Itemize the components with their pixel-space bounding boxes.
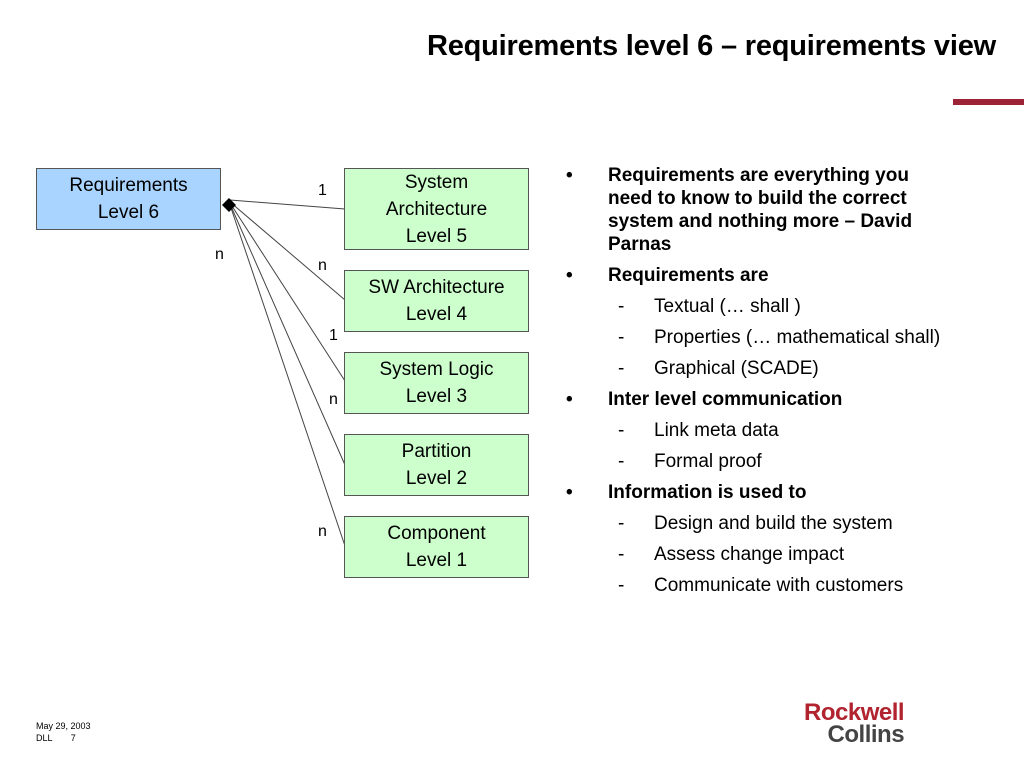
sub-bullet-item: - Communicate with customers <box>560 574 980 597</box>
dash-marker: - <box>618 544 625 565</box>
sub-bullet-text: Assess change impact <box>654 544 845 565</box>
sub-bullet-item: - Properties (… mathematical shall) <box>560 326 980 349</box>
title-divider <box>953 99 1024 105</box>
trace-links <box>222 198 346 547</box>
sub-bullet-item: - Graphical (SCADE) <box>560 357 980 380</box>
bullet-item: • Information is used to <box>560 481 980 504</box>
box-label-line2: Level 2 <box>405 468 468 489</box>
link-level2 <box>229 203 346 466</box>
dash-marker: - <box>618 513 625 534</box>
sub-bullet-item: - Formal proof <box>560 450 980 473</box>
slide-title: Requirements level 6 – requirements view <box>426 30 996 62</box>
bullet-marker: • <box>566 482 573 503</box>
sub-bullet-item: - Assess change impact <box>560 543 980 566</box>
sw-architecture-level4-box: SW Architecture Level 4 <box>344 270 529 332</box>
sub-bullet-item: - Design and build the system <box>560 512 980 535</box>
sub-bullet-text: Textual (… shall ) <box>654 296 801 317</box>
component-level1-box: Component Level 1 <box>344 516 529 578</box>
bullet-list: • Requirements are everything you need t… <box>560 164 980 605</box>
sub-bullet-text: Link meta data <box>654 420 779 441</box>
box-label-line1: System Logic <box>379 359 494 380</box>
box-label-line2: Architecture <box>385 198 488 220</box>
sub-bullet-text: Graphical (SCADE) <box>654 358 819 379</box>
sub-bullet-text: Communicate with customers <box>654 575 904 596</box>
sub-bullet-text: Formal proof <box>654 451 762 472</box>
cardinality-level3: n <box>329 391 338 408</box>
box-label-line1: SW Architecture <box>368 277 505 298</box>
system-logic-level3-box: System Logic Level 3 <box>344 352 529 414</box>
bullet-marker: • <box>566 389 573 410</box>
slide-footer: May 29, 2003 DLL 7 <box>36 720 91 744</box>
box-label-line3: Level 5 <box>405 225 468 247</box>
dash-marker: - <box>618 451 625 472</box>
bullet-marker: • <box>566 165 573 186</box>
cardinality-level1: n <box>318 523 327 540</box>
system-architecture-level5-box: System Architecture Level 5 <box>344 168 529 250</box>
bullet-text: Requirements are everything you need to … <box>608 165 913 255</box>
box-label-line1: Partition <box>401 441 472 462</box>
rockwell-collins-logo: Rockwell Collins <box>804 699 905 748</box>
bullet-text: Requirements are <box>608 265 769 286</box>
dash-marker: - <box>618 358 625 379</box>
sub-bullet-text: Properties (… mathematical shall) <box>654 327 941 348</box>
footer-author-page: DLL 7 <box>36 732 91 744</box>
bullet-item: • Requirements are everything you need t… <box>560 164 980 256</box>
cardinality-level4-bottom: 1 <box>329 327 338 344</box>
aggregation-diamond <box>222 198 236 212</box>
box-label-line2: Level 3 <box>405 386 468 407</box>
sub-bullet-text: Design and build the system <box>654 513 893 534</box>
cardinality-level4-top: n <box>318 257 327 274</box>
footer-date: May 29, 2003 <box>36 721 91 731</box>
box-label-line1: Requirements <box>69 175 188 196</box>
sub-bullet-item: - Link meta data <box>560 419 980 442</box>
requirements-level6-box: Requirements Level 6 <box>36 168 221 230</box>
link-level1 <box>229 204 346 547</box>
box-label-line2: Level 4 <box>405 304 468 325</box>
bullet-text: Information is used to <box>608 482 807 503</box>
bullet-text: Inter level communication <box>608 389 843 410</box>
footer-author: DLL <box>36 733 53 743</box>
cardinality-level5: 1 <box>318 182 327 199</box>
link-level4 <box>229 201 346 301</box>
link-level3 <box>229 202 346 382</box>
box-label-line2: Level 6 <box>97 202 160 223</box>
bullet-item: • Inter level communication <box>560 388 980 411</box>
bullet-item: • Requirements are <box>560 264 980 287</box>
partition-level2-box: Partition Level 2 <box>344 434 529 496</box>
footer-page: 7 <box>70 733 76 743</box>
dash-marker: - <box>618 327 625 348</box>
box-label-line1: Component <box>387 523 486 544</box>
logo-line2: Collins <box>827 721 905 748</box>
logo-line1: Rockwell <box>804 699 905 726</box>
dash-marker: - <box>618 575 625 596</box>
cardinality-target: n <box>215 246 224 263</box>
box-label-line2: Level 1 <box>405 550 468 571</box>
link-level5 <box>229 199 346 210</box>
sub-bullet-item: - Textual (… shall ) <box>560 295 980 318</box>
bullet-marker: • <box>566 265 573 286</box>
dash-marker: - <box>618 296 625 317</box>
box-label-line1: System <box>404 171 469 193</box>
dash-marker: - <box>618 420 625 441</box>
